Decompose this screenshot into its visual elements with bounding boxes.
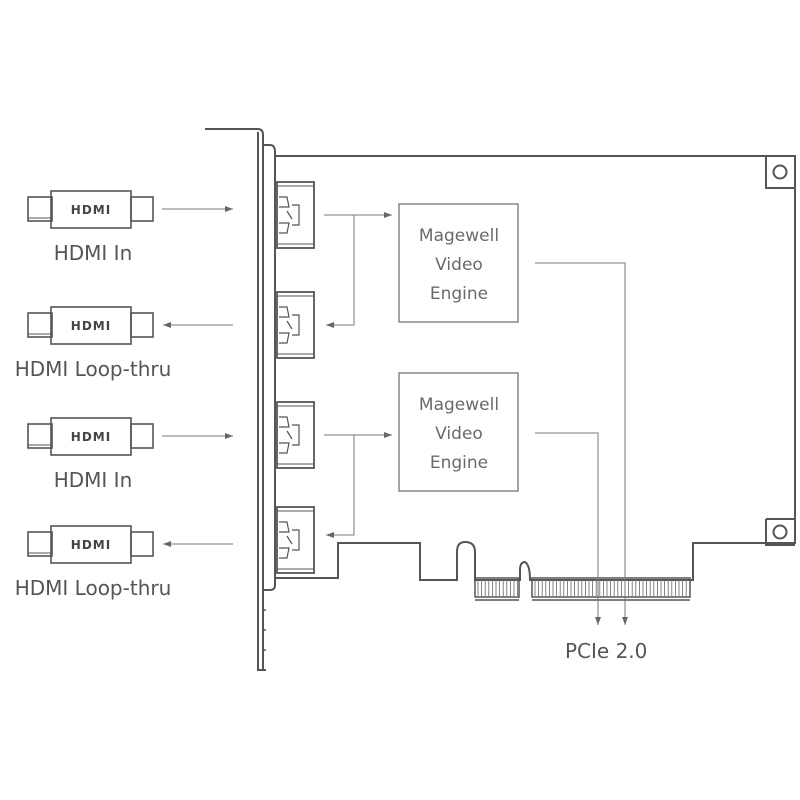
hdmi-port-4 bbox=[276, 506, 315, 574]
mount-hole-top bbox=[765, 156, 795, 189]
hdmi-connector-1: HDMI HDMI In bbox=[27, 190, 233, 265]
connector-label: HDMI In bbox=[54, 468, 133, 492]
hdmi-logo: HDMI bbox=[71, 319, 111, 333]
arrow-engine2-to-pcie bbox=[535, 432, 601, 625]
mount-hole-bottom bbox=[765, 518, 795, 546]
connector-label: HDMI In bbox=[54, 241, 133, 265]
connector-label: HDMI Loop-thru bbox=[15, 576, 172, 600]
hdmi-port-3 bbox=[276, 401, 315, 469]
pcie-gold-fingers bbox=[474, 577, 691, 601]
hdmi-logo: HDMI bbox=[71, 538, 111, 552]
hdmi-port-2 bbox=[276, 291, 315, 359]
hdmi-cable-icon bbox=[27, 306, 154, 345]
engine-box-2: Magewell Video Engine bbox=[398, 372, 519, 492]
signal-lines bbox=[324, 212, 628, 625]
hdmi-cable-icon bbox=[27, 190, 154, 229]
hdmi-connector-4: HDMI HDMI Loop-thru bbox=[15, 525, 233, 600]
engine-box-1: Magewell Video Engine bbox=[398, 203, 519, 323]
pcie-bracket bbox=[205, 128, 276, 671]
pcb-outline bbox=[275, 155, 796, 581]
arrow-engine1-to-pcie bbox=[535, 262, 628, 625]
pcie-label: PCIe 2.0 bbox=[565, 639, 647, 663]
engine-1-line3: Engine bbox=[430, 284, 488, 304]
hdmi-logo: HDMI bbox=[71, 203, 111, 217]
arrow-to-loopthru2 bbox=[326, 435, 355, 538]
hdmi-logo: HDMI bbox=[71, 430, 111, 444]
engine-1-line1: Magewell bbox=[419, 226, 499, 246]
hdmi-cable-icon bbox=[27, 417, 154, 456]
bracket-dashes bbox=[262, 609, 266, 651]
arrow-to-loopthru1 bbox=[326, 215, 355, 328]
engine-1-line2: Video bbox=[435, 255, 483, 275]
engine-2-line2: Video bbox=[435, 424, 483, 444]
engine-2-line1: Magewell bbox=[419, 395, 499, 415]
hdmi-cable-icon bbox=[27, 525, 154, 564]
connector-label: HDMI Loop-thru bbox=[15, 357, 172, 381]
hdmi-connector-2: HDMI HDMI Loop-thru bbox=[15, 306, 233, 381]
engine-2-line3: Engine bbox=[430, 453, 488, 473]
hdmi-port-1 bbox=[276, 181, 315, 249]
hdmi-connector-3: HDMI HDMI In bbox=[27, 417, 233, 492]
